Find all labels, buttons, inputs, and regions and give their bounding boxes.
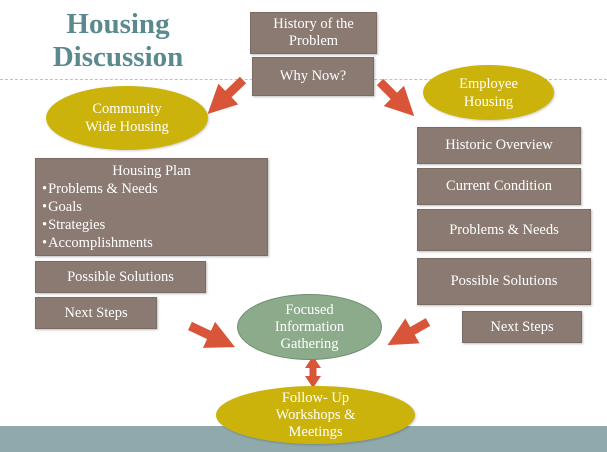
why-now-box: Why Now? (252, 57, 374, 96)
community-wide-housing-oval: Community Wide Housing (46, 86, 208, 150)
plan-item: Accomplishments (42, 234, 267, 252)
problems-needs-box: Problems & Needs (417, 209, 591, 251)
slide-title-line-1: Housing (66, 8, 170, 40)
slide-title-line-2: Discussion (52, 41, 184, 73)
right-possible-solutions-box: Possible Solutions (417, 258, 591, 305)
plan-item: Problems & Needs (42, 180, 267, 198)
plan-item: Goals (42, 198, 267, 216)
current-condition-label: Current Condition (446, 178, 552, 194)
arrow-right-to-focused (387, 318, 431, 346)
right-next-steps-box: Next Steps (462, 311, 582, 343)
why-now-label: Why Now? (279, 68, 347, 84)
arrow-focused-followup-down-head (305, 376, 321, 388)
historic-overview-label: Historic Overview (445, 137, 553, 153)
community-line-1: Community (92, 101, 162, 117)
left-possible-solutions-label: Possible Solutions (67, 268, 174, 285)
slide-title: Housing Discussion (18, 8, 218, 74)
plan-item: Strategies (42, 216, 267, 234)
followup-line-2: Workshops & (275, 406, 356, 423)
history-line-2: Problem (288, 33, 339, 49)
employee-line-1: Employee (459, 75, 518, 92)
employee-line-2: Housing (463, 93, 514, 110)
housing-plan-title: Housing Plan (112, 163, 191, 179)
arrow-to-community (207, 76, 247, 114)
right-next-steps-label: Next Steps (490, 318, 554, 335)
arrow-focused-followup-up-head (305, 356, 321, 368)
focused-line-2: Information (274, 318, 345, 335)
history-line-1: History of the (273, 16, 354, 32)
housing-plan-list: Problems & Needs Goals Strategies Accomp… (36, 180, 267, 252)
followup-line-1: Follow- Up (281, 389, 350, 406)
left-possible-solutions-box: Possible Solutions (35, 261, 206, 293)
focused-information-gathering-oval: Focused Information Gathering (237, 294, 382, 360)
community-line-2: Wide Housing (85, 119, 169, 135)
follow-up-workshops-oval: Follow- Up Workshops & Meetings (216, 386, 415, 444)
focused-line-3: Gathering (280, 335, 339, 352)
left-next-steps-label: Next Steps (64, 304, 128, 321)
focused-line-1: Focused (285, 301, 334, 318)
arrow-to-employee (376, 78, 415, 117)
housing-plan-box: Housing Plan Problems & Needs Goals Stra… (35, 158, 268, 256)
right-possible-solutions-label: Possible Solutions (450, 273, 558, 289)
arrow-left-to-focused (188, 321, 236, 348)
problems-needs-label: Problems & Needs (449, 221, 559, 238)
history-of-problem-box: History of the Problem (250, 12, 377, 54)
followup-line-3: Meetings (288, 423, 343, 440)
left-next-steps-box: Next Steps (35, 297, 157, 329)
current-condition-box: Current Condition (417, 168, 581, 205)
historic-overview-box: Historic Overview (417, 127, 581, 164)
employee-housing-oval: Employee Housing (423, 65, 554, 120)
